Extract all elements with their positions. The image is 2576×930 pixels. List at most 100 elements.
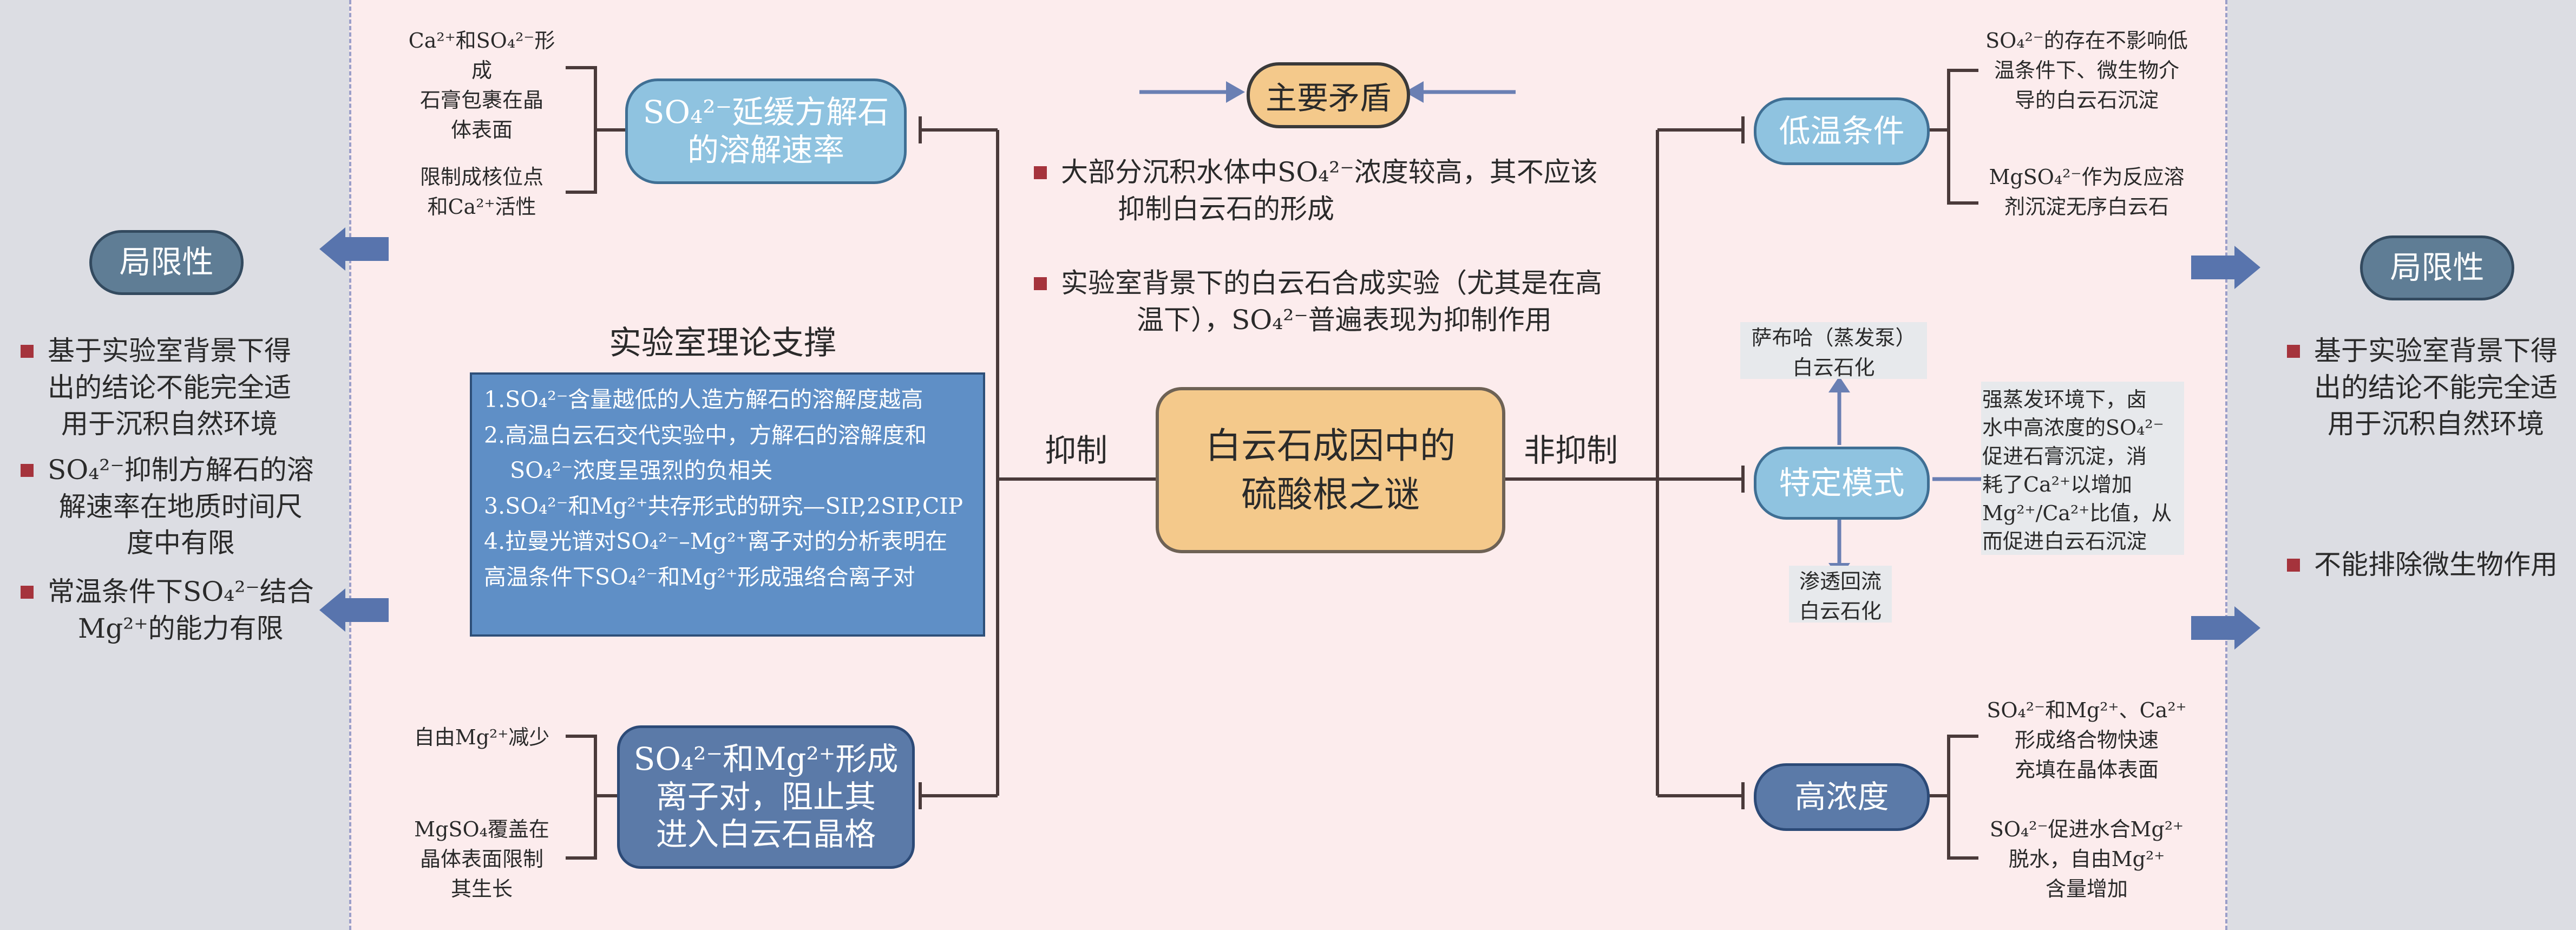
limit-text: 用于沉积自然环境 — [61, 408, 278, 440]
bullet-marker — [1034, 166, 1047, 179]
slow-dissolution-node: SO₄²⁻延缓方解石 的溶解速率 — [625, 78, 907, 184]
theory-title: 实验室理论支撑 — [609, 324, 836, 362]
ion-pair-node: SO₄²⁻和Mg²⁺形成 离子对，阻止其 进入白云石晶格 — [617, 725, 915, 869]
high-conc-note-1: SO₄²⁻和Mg²⁺、Ca²⁺ 形成络合物快速 充填在晶体表面 — [1981, 696, 2192, 785]
note-text: 导的白云石沉淀 — [2014, 88, 2159, 113]
limit-text: 解速率在地质时间尺 — [58, 490, 303, 522]
note-text: 和Ca²⁺活性 — [427, 195, 536, 219]
note-text: 温条件下、微生物介 — [1994, 58, 2179, 83]
note-text: 其生长 — [450, 877, 513, 901]
limit-text: 出的结论不能完全适 — [48, 371, 291, 403]
limit-text: 不能排除微生物作用 — [2314, 549, 2558, 580]
theory-line: 4.拉曼光谱对SO₄²⁻–Mg²⁺离子对的分析表明在 — [484, 528, 948, 555]
reflux-note: 渗透回流 白云石化 — [1781, 567, 1900, 626]
bullet-marker — [2287, 345, 2300, 358]
note-text: 白云石化 — [1792, 356, 1875, 380]
limit-text: Mg²⁺的能力有限 — [78, 612, 284, 644]
limits-label: 局限性 — [119, 244, 214, 281]
limit-text: 用于沉积自然环境 — [2328, 408, 2544, 440]
right-limits-badge: 局限性 — [2360, 235, 2514, 300]
reflux-note-bg — [1789, 566, 1892, 623]
node-text: 进入白云石晶格 — [656, 816, 876, 853]
left-limit-1: 基于实验室背景下得 出的结论不能完全适 用于沉积自然环境 — [21, 333, 291, 443]
node-text: 的溶解速率 — [687, 131, 844, 168]
low-temp-node: 低温条件 — [1754, 97, 1930, 165]
contradiction-text: 大部分沉积水体中SO₄²⁻浓度较高，其不应该 — [1061, 156, 1598, 188]
note-text: 限制成核位点 — [419, 165, 543, 189]
node-text: SO₄²⁻和Mg²⁺形成 — [633, 741, 899, 778]
left-divider — [349, 0, 351, 930]
note-text: 含量增加 — [2045, 877, 2128, 901]
note-text: 自由Mg²⁺减少 — [414, 725, 550, 749]
bullet-marker — [21, 464, 34, 477]
note-text: 强蒸发环境下，卤 — [1982, 388, 2147, 411]
low-temp-note-1: SO₄²⁻的存在不影响低 温条件下、微生物介 导的白云石沉淀 — [1981, 26, 2192, 115]
right-limits-panel — [2227, 0, 2576, 930]
note-text: 白云石化 — [1799, 599, 1882, 624]
note-text: 渗透回流 — [1799, 569, 1882, 593]
bottom-note-mgso4: MgSO₄覆盖在 晶体表面限制 其生长 — [401, 815, 563, 904]
note-text: 而促进白云石沉淀 — [1982, 529, 2147, 554]
theory-box: 1.SO₄²⁻含量越低的人造方解石的溶解度越高 2.高温白云石交代实验中，方解石… — [470, 372, 985, 637]
note-text: SO₄²⁻和Mg²⁺、Ca²⁺ — [1987, 698, 2187, 722]
theory-line: 2.高温白云石交代实验中，方解石的溶解度和 — [484, 422, 927, 448]
specific-mode-node: 特定模式 — [1754, 447, 1930, 520]
inhibit-label: 抑制 — [1045, 432, 1108, 469]
note-text: MgSO₄覆盖在 — [414, 817, 549, 841]
note-text: 萨布哈（蒸发泵） — [1751, 326, 1916, 350]
center-title-line2: 硫酸根之谜 — [1241, 473, 1420, 515]
right-limit-1: 基于实验室背景下得 出的结论不能完全适 用于沉积自然环境 — [2287, 333, 2558, 443]
contradiction-text: 实验室背景下的白云石合成实验（尤其是在高 — [1061, 267, 1602, 299]
center-title-line1: 白云石成因中的 — [1205, 425, 1456, 467]
left-limit-3: 常温条件下SO₄²⁻结合 Mg²⁺的能力有限 — [21, 574, 314, 647]
limit-text: 度中有限 — [126, 527, 235, 559]
bullet-marker — [21, 345, 34, 358]
high-conc-node: 高浓度 — [1754, 763, 1930, 831]
note-text: 晶体表面限制 — [419, 847, 543, 872]
note-text: SO₄²⁻的存在不影响低 — [1985, 29, 2188, 53]
theory-line: 高温条件下SO₄²⁻和Mg²⁺形成强络合离子对 — [484, 564, 915, 590]
sabkha-note-bg — [1740, 322, 1927, 379]
contradiction-bullet-2: 实验室背景下的白云石合成实验（尤其是在高 温下），SO₄²⁻普遍表现为抑制作用 — [1034, 265, 1602, 338]
limit-text: 常温条件下SO₄²⁻结合 — [48, 576, 314, 607]
note-text: 剂沉淀无序白云石 — [2004, 195, 2169, 219]
note-text: SO₄²⁻促进水合Mg²⁺ — [1989, 817, 2184, 841]
evaporation-note: 强蒸发环境下，卤 水中高浓度的SO₄²⁻ 促进石膏沉淀，消 耗了Ca²⁺以增加 … — [1982, 385, 2184, 556]
note-text: 耗了Ca²⁺以增加 — [1982, 473, 2133, 497]
non-inhibit-label: 非抑制 — [1524, 432, 1618, 469]
node-text: 特定模式 — [1779, 464, 1905, 501]
theory-line: 3.SO₄²⁻和Mg²⁺共存形式的研究—SIP,2SIP,CIP — [484, 493, 963, 519]
note-text: 水中高浓度的SO₄²⁻ — [1982, 416, 2164, 440]
note-text: 脱水，自由Mg²⁺ — [2008, 847, 2165, 872]
right-limit-2: 不能排除微生物作用 — [2287, 547, 2558, 584]
note-text: 形成络合物快速 — [2014, 728, 2159, 752]
bottom-note-free-mg: 自由Mg²⁺减少 — [401, 723, 563, 752]
note-text: MgSO₄²⁻作为反应溶 — [1989, 165, 2185, 189]
high-conc-note-2: SO₄²⁻促进水合Mg²⁺ 脱水，自由Mg²⁺ 含量增加 — [1981, 815, 2192, 904]
node-text: 高浓度 — [1794, 778, 1889, 815]
main-contradiction-label: 主要矛盾 — [1265, 80, 1391, 116]
note-text: 体表面 — [450, 118, 513, 142]
theory-line: SO₄²⁻浓度呈强烈的负相关 — [510, 457, 773, 484]
note-text: 石膏包裹在晶 — [419, 88, 543, 113]
limit-text: 出的结论不能完全适 — [2314, 371, 2558, 403]
main-contradiction-badge: 主要矛盾 — [1247, 62, 1410, 128]
contradiction-bullet-1: 大部分沉积水体中SO₄²⁻浓度较高，其不应该 抑制白云石的形成 — [1034, 154, 1598, 227]
limits-label: 局限性 — [2390, 249, 2485, 286]
limit-text: 基于实验室背景下得 — [2314, 335, 2558, 366]
note-text: Ca²⁺和SO₄²⁻形成 — [408, 29, 555, 83]
evaporation-note-bg — [1981, 382, 2184, 555]
top-note-gypsum: Ca²⁺和SO₄²⁻形成 石膏包裹在晶 体表面 — [401, 26, 563, 145]
note-text: Mg²⁺/Ca²⁺比值，从 — [1982, 501, 2172, 525]
left-limits-panel — [0, 0, 349, 930]
right-divider — [2225, 0, 2227, 930]
node-text: 低温条件 — [1779, 112, 1905, 149]
top-note-nucleation: 限制成核位点 和Ca²⁺活性 — [403, 162, 560, 222]
bullet-marker — [1034, 277, 1047, 290]
contradiction-text: 抑制白云石的形成 — [1118, 193, 1334, 225]
contradiction-text: 温下），SO₄²⁻普遍表现为抑制作用 — [1137, 304, 1552, 336]
limit-text: SO₄²⁻抑制方解石的溶 — [48, 454, 314, 486]
bullet-marker — [21, 586, 34, 599]
left-limit-2: SO₄²⁻抑制方解石的溶 解速率在地质时间尺 度中有限 — [21, 452, 314, 562]
